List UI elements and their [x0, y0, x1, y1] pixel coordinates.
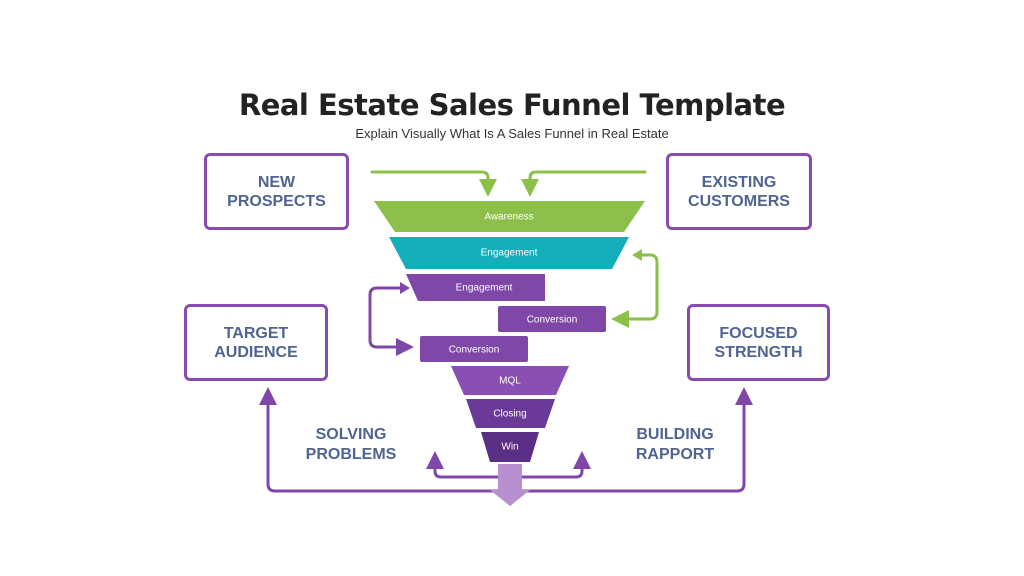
label-building-rapport: BUILDING RAPPORT: [635, 426, 715, 463]
inner-loop-left: [426, 451, 500, 479]
stage-label: Engagement: [481, 248, 538, 259]
loop-arrow-green-head: [632, 249, 642, 261]
box-target-audience: TARGET AUDIENCE: [184, 304, 328, 381]
box-label: EXISTING CUSTOMERS: [688, 173, 790, 210]
stage-engagement-1: Engagement: [389, 237, 629, 269]
bottom-loop-right: [520, 387, 753, 493]
box-label: TARGET AUDIENCE: [214, 324, 298, 361]
loop-arrow-purple: [368, 286, 414, 356]
page-title: Real Estate Sales Funnel Template: [238, 88, 786, 122]
stage-closing: Closing: [466, 399, 555, 428]
stage-label: Conversion: [449, 345, 500, 356]
inner-loop-right: [520, 451, 591, 479]
stage-label: Conversion: [527, 315, 578, 326]
inflow-arrow-right: [521, 170, 647, 197]
stage-label: Awareness: [484, 212, 533, 223]
page-subtitle: Explain Visually What Is A Sales Funnel …: [355, 126, 669, 141]
box-new-prospects: NEW PROSPECTS: [204, 153, 349, 230]
box-label: NEW PROSPECTS: [227, 173, 326, 210]
stage-win: Win: [481, 432, 539, 462]
loop-arrow-purple-head: [400, 282, 410, 294]
stage-conversion-left: Conversion: [420, 336, 528, 362]
label-solving-problems: SOLVING PROBLEMS: [305, 426, 397, 463]
stage-label: MQL: [499, 376, 521, 387]
box-label: FOCUSED STRENGTH: [714, 324, 803, 361]
stage-mql: MQL: [451, 366, 569, 395]
stage-label: Engagement: [456, 283, 513, 294]
stage-engagement-2: Engagement: [406, 274, 545, 301]
box-focused-strength: FOCUSED STRENGTH: [687, 304, 830, 381]
box-existing-customers: EXISTING CUSTOMERS: [666, 153, 812, 230]
bottom-loop-left: [259, 387, 500, 493]
output-down-arrow: [490, 464, 530, 506]
stage-label: Closing: [493, 409, 526, 420]
stage-label: Win: [501, 442, 518, 453]
inflow-arrow-left: [370, 170, 497, 197]
loop-arrow-green: [611, 253, 659, 328]
stage-conversion-right: Conversion: [498, 306, 606, 332]
stage-awareness: Awareness: [374, 201, 645, 232]
